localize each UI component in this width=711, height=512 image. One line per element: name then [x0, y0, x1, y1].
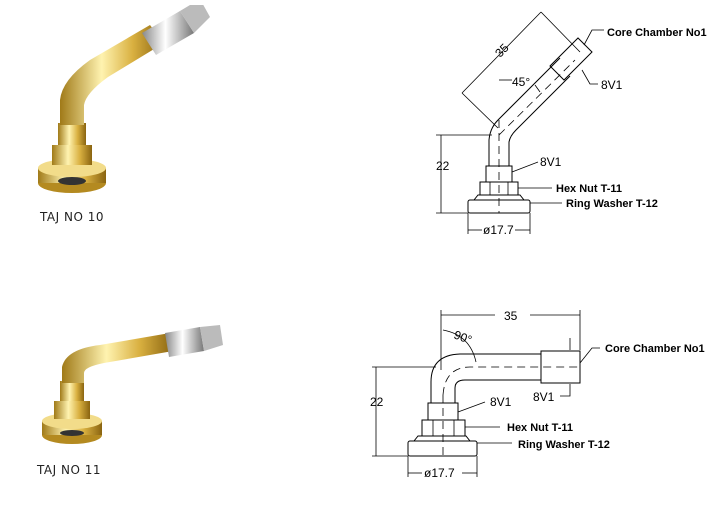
valve-photo-taj-no-11	[42, 325, 223, 444]
label-thread-base: 8V1	[490, 395, 512, 409]
label-hex-nut: Hex Nut T-11	[507, 422, 573, 434]
label-core-chamber: Core Chamber No1	[607, 27, 707, 39]
label-ring-washer: Ring Washer T-12	[566, 198, 658, 210]
label-thread-base: 8V1	[540, 155, 562, 169]
core-chamber-shape	[549, 37, 593, 81]
label-core-chamber: Core Chamber No1	[605, 343, 705, 355]
label-thread-top: 8V1	[533, 390, 555, 404]
valve-photo-taj-no-10	[38, 5, 210, 193]
angle-dimension: 45°	[512, 75, 530, 89]
length-dimension: 35	[504, 309, 518, 323]
height-dimension: 22	[436, 159, 450, 173]
product-caption: TAJ NO 11	[37, 463, 101, 477]
product-caption: TAJ NO 10	[40, 210, 104, 224]
length-dimension: 35	[492, 41, 512, 61]
core-chamber-shape	[540, 350, 581, 384]
height-dimension: 22	[370, 395, 384, 409]
ring-washer-shape	[407, 440, 478, 457]
diameter-dimension: ø17.7	[424, 466, 455, 480]
label-thread-top: 8V1	[601, 78, 623, 92]
technical-drawing-45-degree: 22 ø17.7 35 45° Core Chamber No1 8V1 8V1…	[436, 11, 707, 237]
technical-drawing-90-degree: 35 90° 22 ø17.7 Core Chamber No1 8V1 8V1…	[370, 309, 705, 480]
angle-dimension: 90°	[452, 328, 474, 347]
hex-nut-shape	[421, 419, 466, 437]
label-ring-washer: Ring Washer T-12	[518, 439, 610, 451]
diameter-dimension: ø17.7	[483, 223, 514, 237]
label-hex-nut: Hex Nut T-11	[556, 183, 622, 195]
